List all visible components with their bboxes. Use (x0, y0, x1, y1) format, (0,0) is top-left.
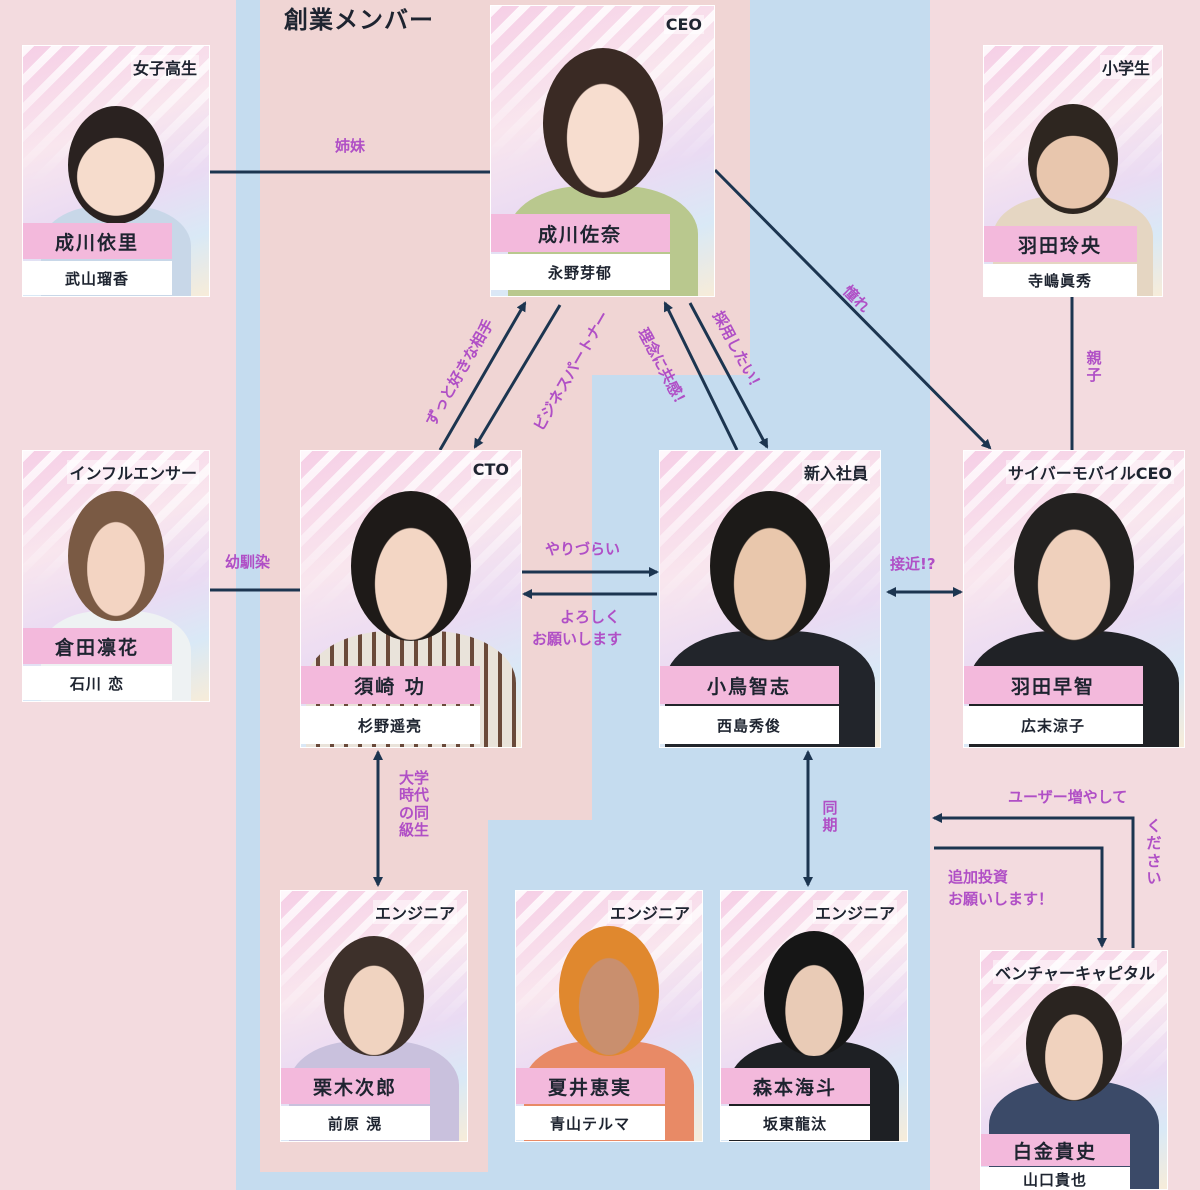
character-card-yori: 女子高生 成川依里 武山瑠香 (22, 45, 210, 297)
actor-name: 寺嶋眞秀 (984, 264, 1137, 296)
character-name: 須崎 功 (301, 666, 480, 704)
label-childhood-friends: 幼馴染 (225, 553, 271, 571)
line-admiration (713, 168, 992, 450)
label-university-classmates: 大学時代の同級生 (398, 769, 429, 839)
photo-face (559, 926, 659, 1056)
character-name: 羽田玲央 (984, 226, 1137, 262)
photo-face (351, 491, 471, 641)
actor-name: 前原 滉 (281, 1106, 430, 1140)
role-label: ベンチャーキャピタル (993, 960, 1157, 984)
character-name: 夏井恵実 (516, 1068, 665, 1104)
label-nice-to-meet-2: お願いします (532, 630, 623, 648)
character-name: 倉田凛花 (23, 628, 172, 664)
character-name: 成川依里 (23, 223, 172, 259)
line-business-partner (473, 304, 562, 449)
character-card-takashi: ベンチャーキャピタル 白金貴史 山口貴也 (980, 950, 1168, 1190)
character-card-sachi: サイバーモバイルCEO 羽田早智 広末涼子 (963, 450, 1185, 748)
label-sisters: 姉妹 (335, 137, 366, 155)
character-card-kaito: エンジニア 森本海斗 坂東龍汰 (720, 890, 908, 1142)
label-same-year: 同期 (822, 799, 838, 835)
photo-face (1014, 493, 1134, 641)
actor-name: 坂東龍汰 (721, 1106, 870, 1140)
character-name: 成川佐奈 (491, 214, 670, 252)
character-name: 小鳥智志 (660, 666, 839, 704)
label-nice-to-meet-1: よろしく (560, 608, 621, 626)
character-card-isao: CTO 須崎 功 杉野遥亮 (300, 450, 522, 748)
actor-name: 広末涼子 (964, 706, 1143, 744)
line-want-to-hire (688, 302, 769, 449)
line-more-investment (934, 846, 1107, 948)
character-card-rinka: インフルエンサー 倉田凛花 石川 恋 (22, 450, 210, 702)
label-more-investment-1: 追加投資 (948, 868, 1009, 886)
role-label: サイバーモバイルCEO (1006, 460, 1174, 484)
label-more-investment-2: お願いします！ (948, 890, 1054, 908)
photo-face (68, 106, 164, 224)
photo-face (1026, 986, 1122, 1101)
character-name: 森本海斗 (721, 1068, 870, 1104)
actor-name: 山口貴也 (981, 1167, 1130, 1189)
founder-group-title: 創業メンバー (284, 6, 434, 34)
actor-name: 杉野遥亮 (301, 706, 480, 744)
role-label: エンジニア (812, 900, 897, 924)
role-label: 女子高生 (130, 55, 199, 79)
photo-face (1028, 104, 1118, 214)
character-card-reo: 小学生 羽田玲央 寺嶋眞秀 (983, 45, 1163, 297)
character-name: 白金貴史 (981, 1134, 1130, 1166)
label-awkward: やりづらい (545, 540, 621, 558)
label-more-users-1: ユーザー増やして (1008, 788, 1128, 806)
actor-name: 永野芽郁 (491, 254, 670, 290)
line-empathy (663, 301, 739, 451)
actor-name: 武山瑠香 (23, 261, 172, 295)
photo-face (324, 936, 424, 1056)
character-name: 栗木次郎 (281, 1068, 430, 1104)
role-label: CEO (663, 15, 704, 34)
photo-face (710, 491, 830, 641)
actor-name: 石川 恋 (23, 666, 172, 700)
character-name: 羽田早智 (964, 666, 1143, 704)
role-label: 新入社員 (801, 460, 870, 484)
role-label: 小学生 (1099, 55, 1152, 79)
character-card-satoshi: 新入社員 小鳥智志 西島秀俊 (659, 450, 881, 748)
label-approach: 接近!? (890, 555, 936, 573)
actor-name: 青山テルマ (516, 1106, 665, 1140)
photo-face (542, 48, 663, 198)
actor-name: 西島秀俊 (660, 706, 839, 744)
character-card-jiro: エンジニア 栗木次郎 前原 滉 (280, 890, 468, 1142)
line-more-users (932, 813, 1135, 948)
role-label: インフルエンサー (67, 460, 199, 484)
label-more-users-2: ください (1146, 817, 1162, 887)
label-parent-child: 親子 (1086, 349, 1102, 385)
role-label: CTO (470, 460, 511, 479)
photo-face (764, 931, 864, 1056)
character-card-sana: CEO 成川佐奈 永野芽郁 (490, 5, 715, 297)
role-label: エンジニア (372, 900, 457, 924)
line-longtime-crush (438, 301, 527, 451)
photo-face (68, 491, 164, 621)
role-label: エンジニア (607, 900, 692, 924)
character-card-emi: エンジニア 夏井恵実 青山テルマ (515, 890, 703, 1142)
